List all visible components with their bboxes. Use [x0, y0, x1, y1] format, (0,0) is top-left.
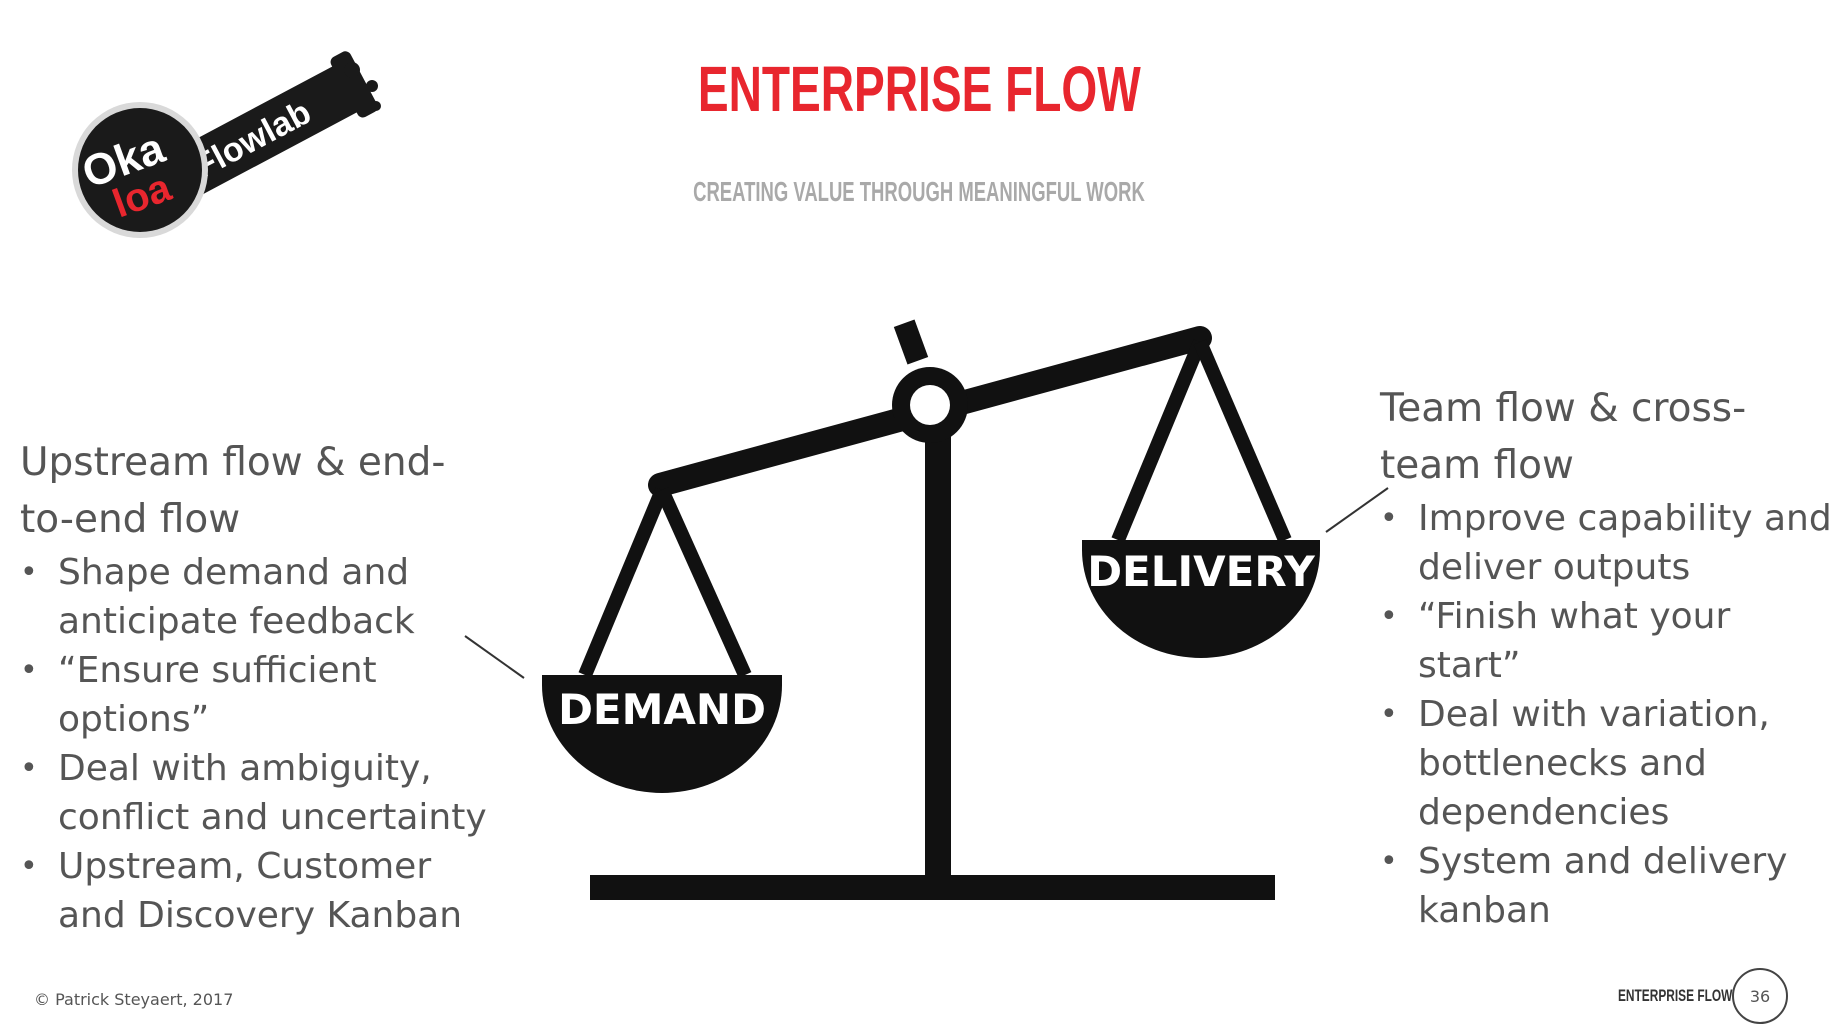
- list-item: “Finish what your start”: [1380, 592, 1840, 690]
- slide-title: ENTERPRISE FLOW: [697, 53, 1141, 125]
- footer-deck-name: ENTERPRISE FLOW: [1618, 986, 1733, 1005]
- team-flow-bullets: Improve capability and deliver outputs “…: [1380, 494, 1840, 935]
- list-item: Deal with ambiguity, conflict and uncert…: [20, 744, 490, 842]
- upstream-flow-column: Upstream flow & end-to-end flow Shape de…: [20, 434, 490, 940]
- slide-subtitle: CREATING VALUE THROUGH MEANINGFUL WORK: [693, 176, 1145, 207]
- upstream-flow-bullets: Shape demand and anticipate feedback “En…: [20, 548, 490, 940]
- page-number: 36: [1732, 968, 1788, 1024]
- list-item: System and delivery kanban: [1380, 837, 1840, 935]
- list-item: Upstream, Customer and Discovery Kanban: [20, 842, 490, 940]
- copyright-notice: © Patrick Steyaert, 2017: [34, 990, 234, 1009]
- demand-pan-label: DEMAND: [558, 685, 766, 734]
- list-item: Deal with variation, bottlenecks and dep…: [1380, 690, 1840, 837]
- list-item: Improve capability and deliver outputs: [1380, 494, 1840, 592]
- list-item: “Ensure sufficient options”: [20, 646, 490, 744]
- okaloa-flowlab-logo: Flowlab Oka loa: [72, 51, 381, 238]
- upstream-flow-heading: Upstream flow & end-to-end flow: [20, 440, 446, 542]
- delivery-pan-label: DELIVERY: [1087, 547, 1315, 596]
- team-flow-heading: Team flow & cross-team flow: [1380, 386, 1747, 488]
- balance-scale-icon: DEMAND DELIVERY: [542, 319, 1320, 900]
- team-flow-column: Team flow & cross-team flow Improve capa…: [1380, 380, 1840, 935]
- list-item: Shape demand and anticipate feedback: [20, 548, 490, 646]
